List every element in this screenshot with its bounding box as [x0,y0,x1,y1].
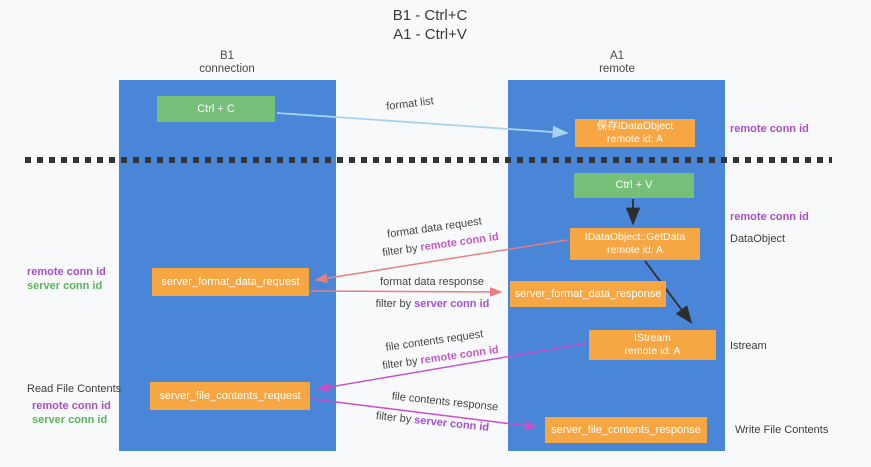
title-line-2: A1 - Ctrl+V [393,26,467,43]
left-remote-conn-id-label-2: remote conn id [32,400,111,412]
server-file-contents-request-box: server_file_contents_request [150,382,310,410]
server-file-contents-request-label: server_file_contents_request [159,389,301,402]
left-column-header: B1 connection [177,50,277,76]
istream-box: IStream remote id: A [589,330,716,360]
server-format-data-request-box: server_format_data_request [152,268,309,296]
ctrl-c-label: Ctrl + C [197,102,235,115]
left-server-conn-id-label-2: server conn id [32,414,108,426]
write-file-contents-label: Write File Contents [735,424,829,436]
right-remote-conn-id-label-2: remote conn id [730,211,809,223]
server-format-data-request-label: server_format_data_request [161,275,300,288]
read-file-contents-label: Read File Contents [27,383,122,395]
ctrl-c-box: Ctrl + C [157,96,275,122]
idataobject-getdata-box: IDataObject::GetData remote id: A [570,228,700,260]
format-list-label: format list [385,95,435,113]
title-line-1: B1 - Ctrl+C [392,7,468,24]
diagram-title: B1 - Ctrl+C A1 - Ctrl+V [300,6,560,44]
getdata-line2: remote id: A [606,244,664,256]
format-data-response-label: format data response [380,276,484,288]
left-column-role: connection [199,63,255,75]
server-format-data-response-box: server_format_data_response [510,281,666,307]
left-remote-conn-id-label-1: remote conn id [27,266,106,278]
left-server-conn-id-label-1: server conn id [27,280,103,292]
file-contents-response-label: file contents response [391,390,499,414]
save-idataobject-line1: 保存IDataObject [596,120,674,132]
filter-by-text: filter by [375,298,412,310]
istream-side-label: Istream [730,340,767,352]
filter-by-text: filter by [381,242,419,260]
ctrl-v-box: Ctrl + V [574,173,694,198]
right-column-name: A1 [609,50,625,62]
getdata-line1: IDataObject::GetData [584,231,686,243]
istream-line2: remote id: A [624,345,681,357]
arrow-format-data-response [310,287,503,297]
right-column-role: remote [599,63,635,75]
left-column-name: B1 [219,50,235,62]
server-format-data-response-label: server_format_data_response [514,287,662,300]
server-file-contents-response-label: server_file_contents_response [551,423,701,436]
server-file-contents-response-box: server_file_contents_response [545,417,707,443]
right-remote-conn-id-label-1: remote conn id [730,123,809,135]
ctrl-v-label: Ctrl + V [615,179,653,191]
dataobject-label: DataObject [730,233,786,245]
filter-by-text: filter by [375,410,412,426]
right-column-header: A1 remote [567,50,667,76]
istream-line1: IStream [634,332,671,344]
phase-separator-dashed-line [25,157,832,163]
save-idataobject-box: 保存IDataObject remote id: A [575,119,695,147]
filter-by-text: filter by [381,355,419,373]
save-idataobject-line2: remote id: A [606,133,664,145]
server-conn-id-keyword: server conn id [414,298,490,310]
server-conn-id-keyword: server conn id [413,414,490,434]
